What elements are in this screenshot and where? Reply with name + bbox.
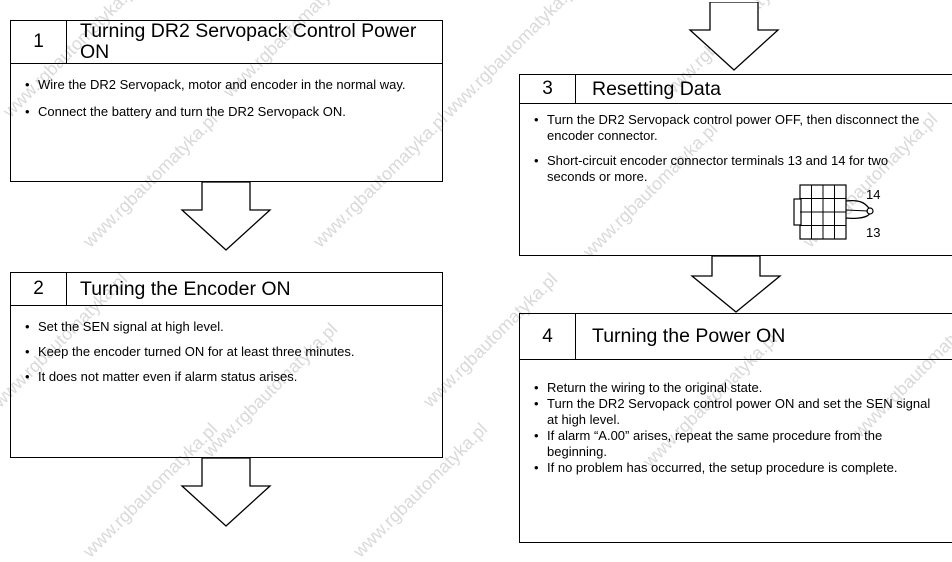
step-1-number: 1 bbox=[11, 21, 67, 63]
step-1-header: 1 Turning DR2 Servopack Control Power ON bbox=[11, 21, 442, 64]
down-arrow-icon bbox=[180, 458, 272, 527]
list-item: Return the wiring to the original state. bbox=[532, 380, 932, 396]
step-1-list: Wire the DR2 Servopack, motor and encode… bbox=[23, 77, 423, 120]
list-item: Set the SEN signal at high level. bbox=[23, 319, 423, 335]
step-3-number: 3 bbox=[520, 75, 576, 103]
step-4-title: Turning the Power ON bbox=[592, 325, 786, 347]
list-item: Keep the encoder turned ON for at least … bbox=[23, 344, 423, 360]
down-arrow-icon bbox=[180, 182, 272, 251]
step-2-box: 2 Turning the Encoder ON Set the SEN sig… bbox=[10, 272, 443, 458]
encoder-connector-icon bbox=[793, 184, 874, 240]
list-item: Turn the DR2 Servopack control power OFF… bbox=[532, 112, 932, 144]
step-2-list: Set the SEN signal at high level. Keep t… bbox=[23, 319, 423, 385]
step-2-title: Turning the Encoder ON bbox=[80, 277, 291, 300]
list-item: Turn the DR2 Servopack control power ON … bbox=[532, 396, 932, 428]
step-4-number: 4 bbox=[520, 314, 576, 359]
step-1-title: Turning DR2 Servopack Control Power ON bbox=[80, 20, 417, 63]
step-1-box: 1 Turning DR2 Servopack Control Power ON… bbox=[10, 20, 443, 182]
step-3-header: 3 Resetting Data bbox=[520, 75, 952, 104]
list-item: If no problem has occurred, the setup pr… bbox=[532, 460, 932, 476]
step-2-header: 2 Turning the Encoder ON bbox=[11, 273, 442, 306]
list-item: If alarm “A.00” arises, repeat the same … bbox=[532, 428, 932, 460]
step-3-box: 3 Resetting Data Turn the DR2 Servopack … bbox=[519, 74, 952, 256]
terminal-13-label: 13 bbox=[866, 225, 881, 240]
step-4-list: Return the wiring to the original state.… bbox=[532, 380, 932, 476]
list-item: Connect the battery and turn the DR2 Ser… bbox=[23, 104, 423, 120]
step-2-number: 2 bbox=[11, 273, 67, 305]
down-arrow-icon bbox=[690, 256, 782, 313]
step-3-list: Turn the DR2 Servopack control power OFF… bbox=[532, 112, 932, 185]
step-4-header: 4 Turning the Power ON bbox=[520, 314, 952, 360]
step-4-box: 4 Turning the Power ON Return the wiring… bbox=[519, 313, 952, 543]
list-item: It does not matter even if alarm status … bbox=[23, 369, 423, 385]
down-arrow-icon bbox=[688, 2, 780, 71]
list-item: Short-circuit encoder connector terminal… bbox=[532, 153, 932, 185]
terminal-14-label: 14 bbox=[866, 187, 881, 202]
step-3-title: Resetting Data bbox=[592, 77, 721, 100]
list-item: Wire the DR2 Servopack, motor and encode… bbox=[23, 77, 423, 93]
